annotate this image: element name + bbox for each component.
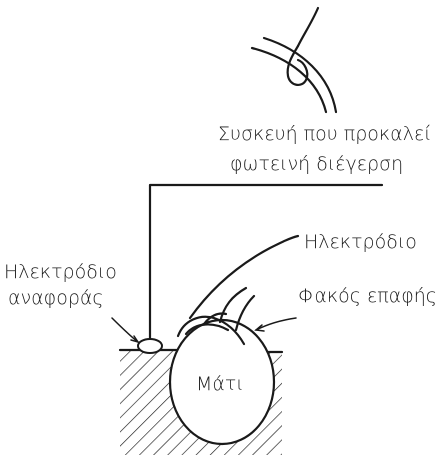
reference-electrode-label-line1: Ηλεκτρόδιο — [4, 261, 117, 283]
eye-label: Μάτι — [196, 373, 244, 395]
reference-electrode-label-line2: αναφοράς — [8, 287, 104, 309]
reference-wire — [150, 185, 382, 342]
light-bulb-icon — [252, 8, 336, 112]
light-device-label-line2: φωτεινή διέγερση — [230, 153, 403, 175]
contact-lens-label: Φακός επαφής — [298, 285, 437, 307]
electrode-label: Ηλεκτρόδιο — [304, 231, 417, 253]
light-device-label-line1: Συσκευή που προκαλεί — [218, 123, 432, 145]
reference-electrode — [138, 339, 162, 353]
